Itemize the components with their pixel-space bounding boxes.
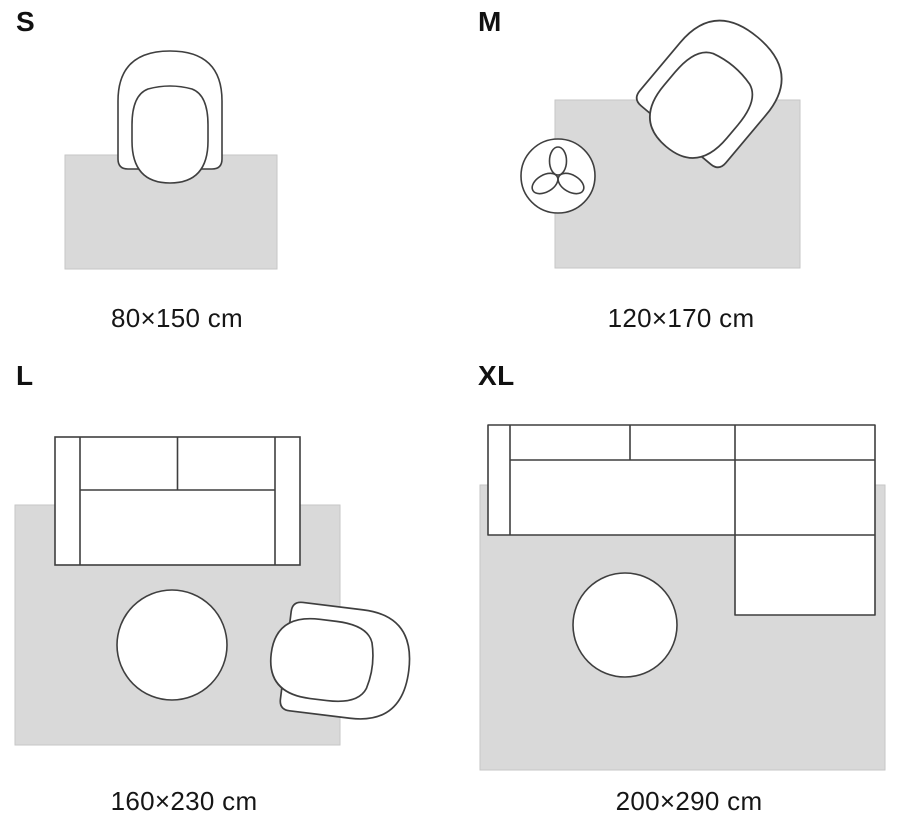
dimensions-label-l: 160×230 cm: [110, 786, 258, 816]
sofa-icon: [54, 436, 301, 566]
dimensions-label-xl: 200×290 cm: [615, 786, 763, 816]
scene-m: [520, 0, 802, 269]
armchair-icon: [117, 50, 223, 184]
size-label-s: S: [16, 6, 36, 37]
dimensions-label-s: 80×150 cm: [110, 303, 244, 333]
sectional-sofa-icon: [487, 424, 876, 616]
plant-icon: [520, 138, 596, 214]
size-card-s: S 80×150 cm: [0, 0, 450, 350]
dimensions-label-m: 120×170 cm: [607, 303, 755, 333]
size-card-l: L 160×230 cm: [0, 350, 450, 840]
size-label-m: M: [478, 6, 502, 37]
size-label-l: L: [16, 360, 34, 391]
coffee-table-icon: [572, 572, 678, 678]
scene-xl: [479, 424, 886, 771]
scene-s: [64, 50, 278, 270]
size-card-xl: XL 200×290 cm: [450, 350, 900, 840]
rug: [64, 154, 278, 270]
coffee-table-icon: [116, 589, 228, 701]
size-card-m: M 120×170 cm: [450, 0, 900, 350]
size-label-xl: XL: [478, 360, 515, 391]
scene-l: [14, 436, 417, 746]
